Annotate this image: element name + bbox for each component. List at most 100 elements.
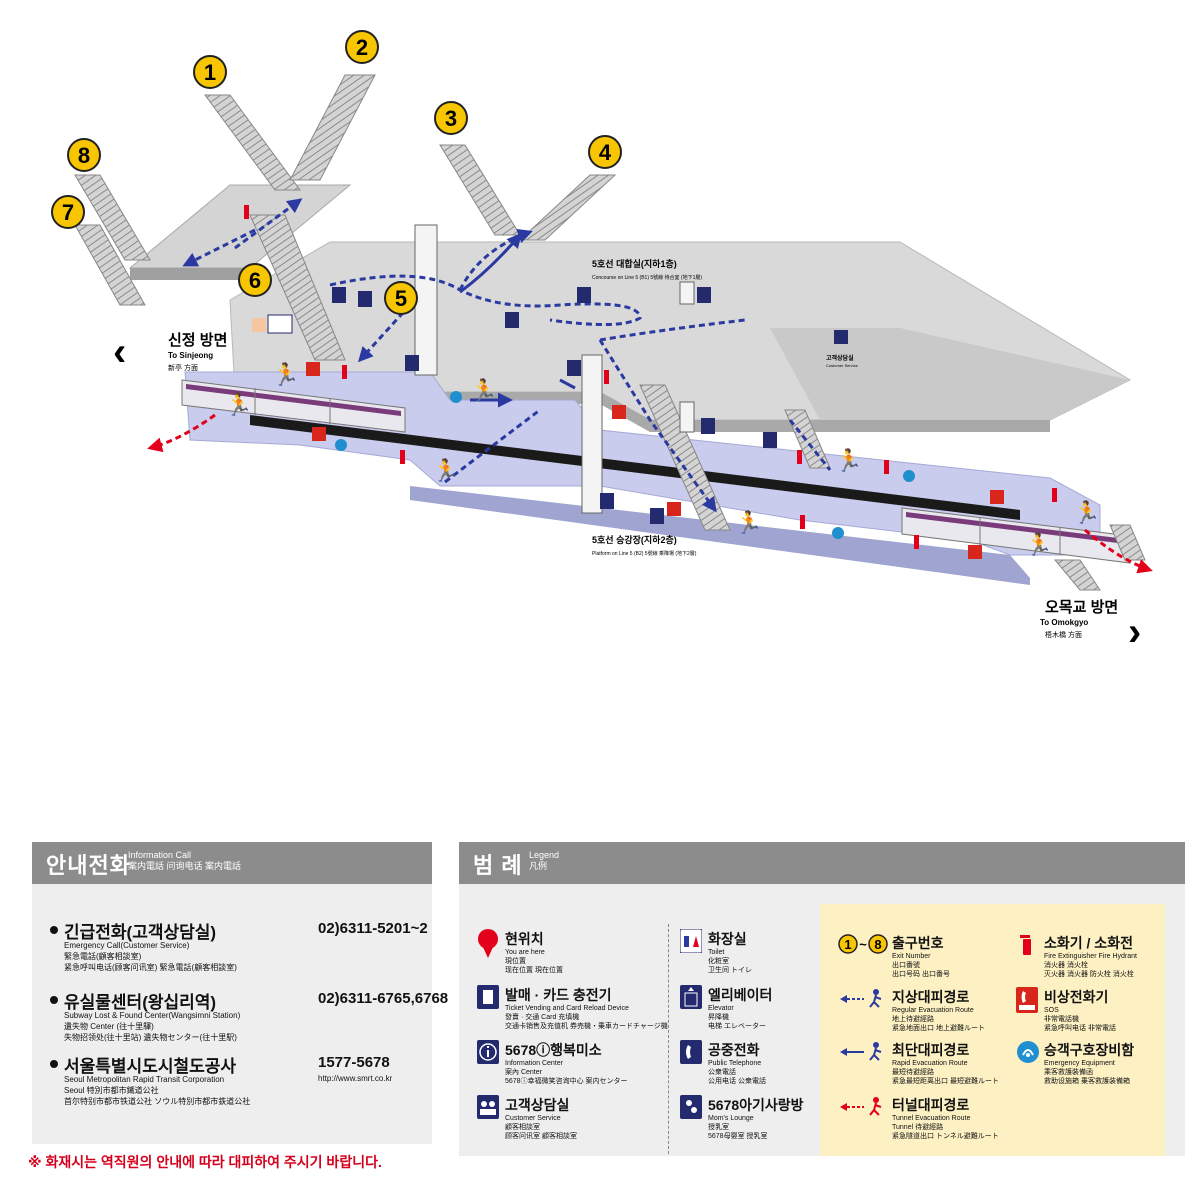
svg-text:🏃: 🏃 bbox=[272, 362, 299, 387]
exit-1-number: 1 bbox=[204, 60, 216, 85]
platform-label: 5호선 승강장(지하2층) bbox=[592, 534, 677, 545]
legend-label: 터널대피경로 bbox=[892, 1097, 970, 1113]
exit-stairs bbox=[74, 74, 1146, 591]
legend-sub-en-b: Fire Hydrant bbox=[1098, 953, 1137, 960]
svg-text:🏃: 🏃 bbox=[1073, 500, 1100, 525]
regular-route-icon bbox=[840, 989, 882, 1008]
exit-badge-from: 1 bbox=[844, 937, 851, 952]
direction-left-cn: 新亭 方面 bbox=[168, 363, 198, 372]
svg-text:🏃: 🏃 bbox=[432, 458, 459, 483]
legend-sub-cn2: 公用电话 公衆電話 bbox=[708, 1078, 766, 1085]
legend-sub-cn: 乘客救護裝備函 bbox=[1044, 1069, 1093, 1076]
exit-6-number: 6 bbox=[249, 268, 261, 293]
legend-sub-cn2: 紧急最短距离出口 最短避難ルート bbox=[892, 1078, 999, 1085]
chevron-left-icon: ‹ bbox=[113, 330, 126, 374]
direction-left: ‹ 신정 방면 To Sinjeong 新亭 方面 bbox=[113, 330, 227, 374]
info-item-cn2: 首尔特别市都市铁道公社 ソウル特別市都市鉄道公社 bbox=[64, 1097, 251, 1106]
info-title-en: Information Call bbox=[128, 850, 192, 860]
legend-sub-en: Toilet bbox=[708, 949, 725, 956]
sos-phone-icons bbox=[306, 362, 1004, 559]
evacuation-routes-rapid bbox=[459, 232, 576, 408]
legend-sub-cn: 非常電話機 bbox=[1044, 1016, 1079, 1023]
legend-sub: Public Telephone 公衆電話公用电话 公衆電話 bbox=[708, 1059, 766, 1086]
legend-sub-en: Regular Evacuation Route bbox=[892, 1007, 974, 1014]
svg-text:🏃: 🏃 bbox=[735, 510, 762, 535]
info-item-cn1: 緊急電話(顧客相談室) bbox=[64, 952, 142, 961]
concourse-label-en: Concourse on Line 5 (B1) 5號線 待合室 (地下1層) bbox=[592, 274, 702, 281]
concourse-label: 5호선 대합실(지하1층) bbox=[592, 258, 677, 269]
info-item-phone[interactable]: 02)6311-5201~2 bbox=[318, 920, 428, 937]
legend-label: 최단대피경로 bbox=[892, 1042, 970, 1058]
legend-label: 발매 · 카드 충전기 bbox=[505, 987, 612, 1003]
elevator-icon bbox=[680, 985, 702, 1009]
legend-sub-cn2: 5678母婴室 授乳室 bbox=[708, 1133, 768, 1140]
exit-8-number: 8 bbox=[78, 143, 90, 168]
exit-5-badge: 5 bbox=[384, 281, 418, 315]
train-left bbox=[181, 379, 406, 433]
tunnel-route-icon bbox=[840, 1097, 882, 1116]
info-item-url[interactable]: http://www.smrt.co.kr bbox=[318, 1074, 393, 1083]
exit-7-number: 7 bbox=[62, 200, 74, 225]
legend-label: 지상대피경로 bbox=[892, 989, 970, 1005]
legend-sub: SOS 非常電話機紧急呼叫电话 非常電話 bbox=[1044, 1006, 1116, 1033]
legend-sub-cn: 公衆電話 bbox=[708, 1069, 736, 1076]
legend-label: 비상전화기 bbox=[1044, 989, 1109, 1005]
legend-label: 소화기 / 소화전 bbox=[1044, 935, 1133, 951]
legend-sub-en: Tunnel Evacuation Route bbox=[892, 1115, 971, 1122]
exit-4-badge: 4 bbox=[588, 135, 622, 169]
legend-sub-cn2: 出口号码 出口番号 bbox=[892, 971, 950, 978]
bullet-icon bbox=[50, 1060, 58, 1068]
legend-sub-en: Customer Service bbox=[505, 1115, 561, 1122]
legend-sub-cn2: 灭火器 消火器 防火栓 消火栓 bbox=[1044, 971, 1134, 978]
legend-sub-cn2: 交通卡销售及充值机 券売機・乗車カードチャージ機 bbox=[505, 1023, 668, 1030]
exit-2-badge: 2 bbox=[345, 30, 379, 64]
legend-divider bbox=[668, 924, 669, 1154]
info-title-en-group: Information Call 案内電話 问询电话 案内電話 bbox=[128, 850, 241, 872]
info-item-cn2: 紧急呼叫电话(顾客问讯室) 緊急電話(顧客相談室) bbox=[64, 963, 237, 972]
exit-1-badge: 1 bbox=[193, 55, 227, 89]
fire-extinguisher-icon bbox=[1020, 935, 1031, 955]
legend-sub-cn: Tunnel 待避經路 bbox=[892, 1124, 944, 1131]
exit-2-number: 2 bbox=[356, 35, 368, 60]
legend-title-cn: 凡例 bbox=[529, 861, 548, 871]
legend-sub-cn2: 顾客问讯室 顧客相談室 bbox=[505, 1133, 577, 1140]
legend-sub-cn2: 紧急呼叫电话 非常電話 bbox=[1044, 1025, 1116, 1032]
legend-sub-cn-b: 消火栓 bbox=[1066, 962, 1088, 969]
info-item-phone[interactable]: 1577-5678 bbox=[318, 1054, 390, 1071]
info-item-en: Seoul Metropolitan Rapid Transit Corpora… bbox=[64, 1075, 225, 1084]
legend-sub-en-a: Fire Extinguisher bbox=[1044, 953, 1097, 960]
legend-title-en-group: Legend 凡例 bbox=[529, 850, 559, 872]
exit-badge-sep: ~ bbox=[859, 937, 867, 952]
svg-text:🏃: 🏃 bbox=[225, 392, 252, 417]
legend-title: 범 례 bbox=[473, 853, 523, 878]
direction-left-ko: 신정 방면 bbox=[168, 331, 227, 349]
legend-sub-cn: 最短待避經路 bbox=[892, 1069, 934, 1076]
legend-sub-en: Exit Number bbox=[892, 953, 931, 960]
legend-label: 5678아기사랑방 bbox=[708, 1097, 804, 1113]
direction-right-ko: 오목교 방면 bbox=[1045, 598, 1118, 616]
platform-label-en: Platform on Line 5 (B2) 5號線 乘降場 (地下2層) bbox=[592, 550, 697, 557]
evacuation-routes-tunnel bbox=[147, 413, 1153, 574]
ticket-machine-icon bbox=[477, 985, 499, 1009]
legend-sub-en: Public Telephone bbox=[708, 1060, 762, 1067]
legend-label: 엘리베이터 bbox=[708, 987, 773, 1003]
fire-notice: ※ 화재시는 역직원의 안내에 따라 대피하여 주시기 바랍니다. bbox=[28, 1154, 382, 1170]
legend-label: 현위치 bbox=[505, 931, 544, 947]
moms-lounge-icon bbox=[680, 1095, 702, 1119]
bullet-icon bbox=[50, 996, 58, 1004]
info-item-phone[interactable]: 02)6311-6765,6768 bbox=[318, 990, 449, 1007]
legend-sub-cn2: 紧急隧道出口 トンネル避難ルート bbox=[892, 1133, 999, 1140]
info-item-label: 서울특별시도시철도공사 bbox=[64, 1057, 237, 1076]
direction-right-cn: 梧木橋 方面 bbox=[1045, 630, 1082, 639]
rapid-route-icon bbox=[840, 1042, 882, 1061]
legend-label: 5678ⓘ행복미소 bbox=[505, 1042, 602, 1058]
legend-sub-en: Information Center bbox=[505, 1060, 563, 1067]
customer-service-map-sub: Customer Service bbox=[826, 363, 859, 368]
customer-service-icon bbox=[477, 1095, 499, 1119]
legend-sub-en: SOS bbox=[1044, 1007, 1059, 1014]
information-icon bbox=[477, 1040, 499, 1064]
